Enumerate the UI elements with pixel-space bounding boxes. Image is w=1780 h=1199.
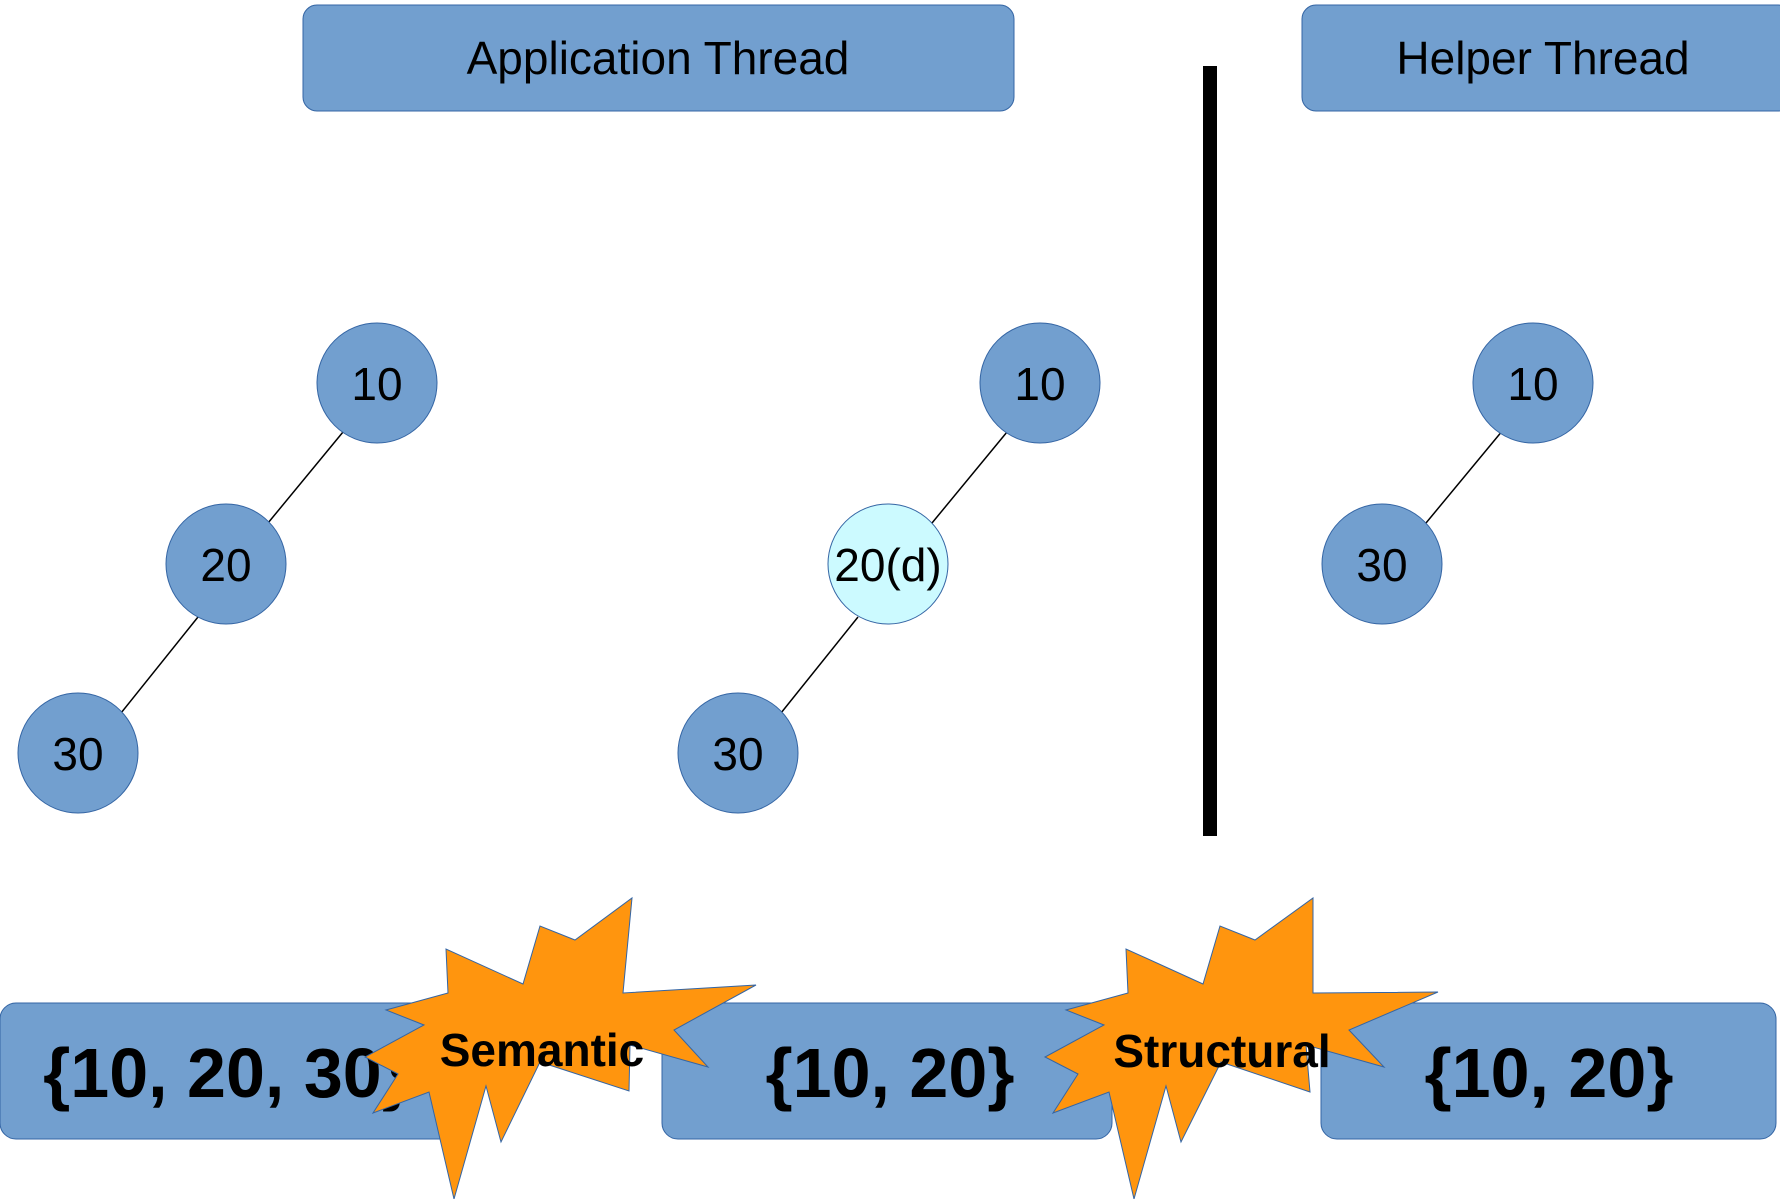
node-label: 20 xyxy=(200,539,251,591)
set-label: {10, 20, 30} xyxy=(43,1034,409,1112)
burst-label: Structural xyxy=(1113,1025,1330,1077)
set-box-first: {10, 20, 30} xyxy=(0,1002,461,1140)
tree-node-20-deleted: 20(d) xyxy=(827,503,949,625)
helper-thread-label: Helper Thread xyxy=(1396,32,1689,84)
edge-10-30 xyxy=(1425,429,1504,524)
node-label: 10 xyxy=(1014,358,1065,410)
set-label: {10, 20} xyxy=(1424,1034,1673,1112)
tree-node-10: 10 xyxy=(979,322,1101,444)
node-label: 30 xyxy=(712,728,763,780)
node-label: 30 xyxy=(1356,539,1407,591)
semantic-burst: Semantic xyxy=(363,896,757,1199)
marked-tree: 10 20(d) 30 xyxy=(677,322,1101,814)
tree-node-30: 30 xyxy=(17,692,139,814)
tree-node-30: 30 xyxy=(677,692,799,814)
helper-tree: 10 30 xyxy=(1321,322,1594,625)
thread-divider xyxy=(1203,66,1217,836)
helper-thread-header: Helper Thread xyxy=(1301,4,1780,112)
edge-20d-30 xyxy=(780,616,859,714)
tree-node-20: 20 xyxy=(165,503,287,625)
node-label: 20(d) xyxy=(834,539,941,591)
tree-node-10: 10 xyxy=(1472,322,1594,444)
node-label: 10 xyxy=(351,358,402,410)
application-thread-label: Application Thread xyxy=(467,32,850,84)
edge-10-20d xyxy=(931,431,1008,524)
edge-20-30 xyxy=(120,616,199,714)
burst-label: Semantic xyxy=(440,1024,645,1076)
set-box-third: {10, 20} xyxy=(1320,1002,1777,1140)
set-label: {10, 20} xyxy=(765,1034,1014,1112)
tree-node-30: 30 xyxy=(1321,503,1443,625)
original-tree: 10 20 30 xyxy=(17,322,438,814)
application-thread-header: Application Thread xyxy=(302,4,1015,112)
node-label: 10 xyxy=(1507,358,1558,410)
set-box-second: {10, 20} xyxy=(661,1002,1113,1140)
edge-10-20 xyxy=(267,431,344,524)
node-label: 30 xyxy=(52,728,103,780)
tree-node-10: 10 xyxy=(316,322,438,444)
structural-burst: Structural xyxy=(1043,897,1439,1199)
